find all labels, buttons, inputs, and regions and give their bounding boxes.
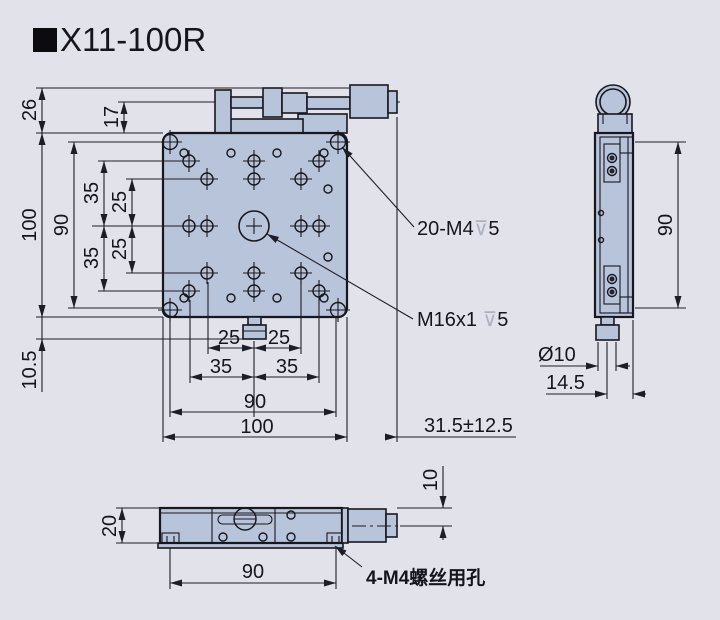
micrometer-spindle xyxy=(230,96,264,109)
side-screw-block-top xyxy=(603,143,621,183)
dim-label-100: 100 xyxy=(19,208,41,241)
dim-label-25l: 25 xyxy=(109,238,131,260)
bottom-slot xyxy=(217,514,273,525)
annotation-20-M4: 20-M4⊽5 xyxy=(417,218,499,240)
front-view-plate xyxy=(158,130,350,340)
dim-label-travel: 31.5±12.5 xyxy=(424,415,513,437)
center-thread-hole xyxy=(238,210,270,242)
bottom-coupling xyxy=(341,507,349,544)
front-view-annotations: 20-M4⊽5 M16x1 ⊽5 xyxy=(266,146,508,331)
side-knob-stem xyxy=(600,316,615,326)
title-block: X11-100R xyxy=(33,21,206,58)
micrometer-bracket-post xyxy=(214,89,232,134)
micrometer-thimble xyxy=(349,84,389,119)
front-view-dimensions-bottom: 25 25 35 35 90 100 31.5±12.5 xyxy=(162,117,516,442)
side-bottom-step xyxy=(619,296,634,314)
dim-label-25u: 25 xyxy=(109,191,131,213)
annotation-M16: M16x1 ⊽5 xyxy=(417,309,508,331)
side-knob xyxy=(595,324,620,341)
leader-M16 xyxy=(266,233,414,320)
dim-label-25b1: 25 xyxy=(218,327,240,349)
dim-label-35b2: 35 xyxy=(276,356,298,378)
dim-label-90-bottom: 90 xyxy=(242,561,264,583)
dim-label-10-5: 10.5 xyxy=(19,351,41,390)
bottom-view: 20 10 90 4-M4螺丝用孔 xyxy=(99,466,485,589)
side-view: 90 Ø10 14.5 xyxy=(538,84,686,399)
dim-label-26: 26 xyxy=(19,99,41,121)
dim-label-10: 10 xyxy=(420,469,442,491)
micrometer-ratchet-cap xyxy=(387,90,398,114)
micrometer-sleeve xyxy=(306,96,351,110)
side-screw-block-bottom xyxy=(603,265,621,305)
dim-label-dia10: Ø10 xyxy=(538,344,576,366)
dim-label-90: 90 xyxy=(51,214,73,236)
page-title: X11-100R xyxy=(60,21,206,58)
front-view-dimensions-left: 26 17 100 90 35 25 25 35 10.5 xyxy=(19,87,350,392)
bottom-screw-bracket-left xyxy=(161,532,180,544)
dim-label-35b1: 35 xyxy=(210,356,232,378)
dim-label-100b: 100 xyxy=(240,416,273,438)
dim-label-90b: 90 xyxy=(244,391,266,413)
side-body xyxy=(593,131,635,319)
leader-20-M4 xyxy=(341,146,415,228)
dim-label-17: 17 xyxy=(101,106,123,128)
front-knob xyxy=(242,324,267,340)
dim-label-90-side: 90 xyxy=(655,214,677,236)
micrometer-flange xyxy=(297,113,348,134)
title-bullet-square xyxy=(33,28,57,52)
dim-label-20: 20 xyxy=(99,515,121,537)
front-view-micrometer xyxy=(204,84,404,134)
annotation-4-M4: 4-M4螺丝用孔 xyxy=(366,566,485,589)
micrometer-barrel xyxy=(281,92,308,114)
dim-label-35l: 35 xyxy=(81,247,103,269)
dim-label-14-5: 14.5 xyxy=(546,372,585,394)
micrometer-lock-nut xyxy=(262,87,283,118)
leader-4-M4 xyxy=(334,545,363,568)
front-knob-stem xyxy=(247,316,262,326)
dim-label-25b2: 25 xyxy=(268,327,290,349)
micrometer-bracket-arm xyxy=(224,118,304,134)
dim-label-35u: 35 xyxy=(81,182,103,204)
